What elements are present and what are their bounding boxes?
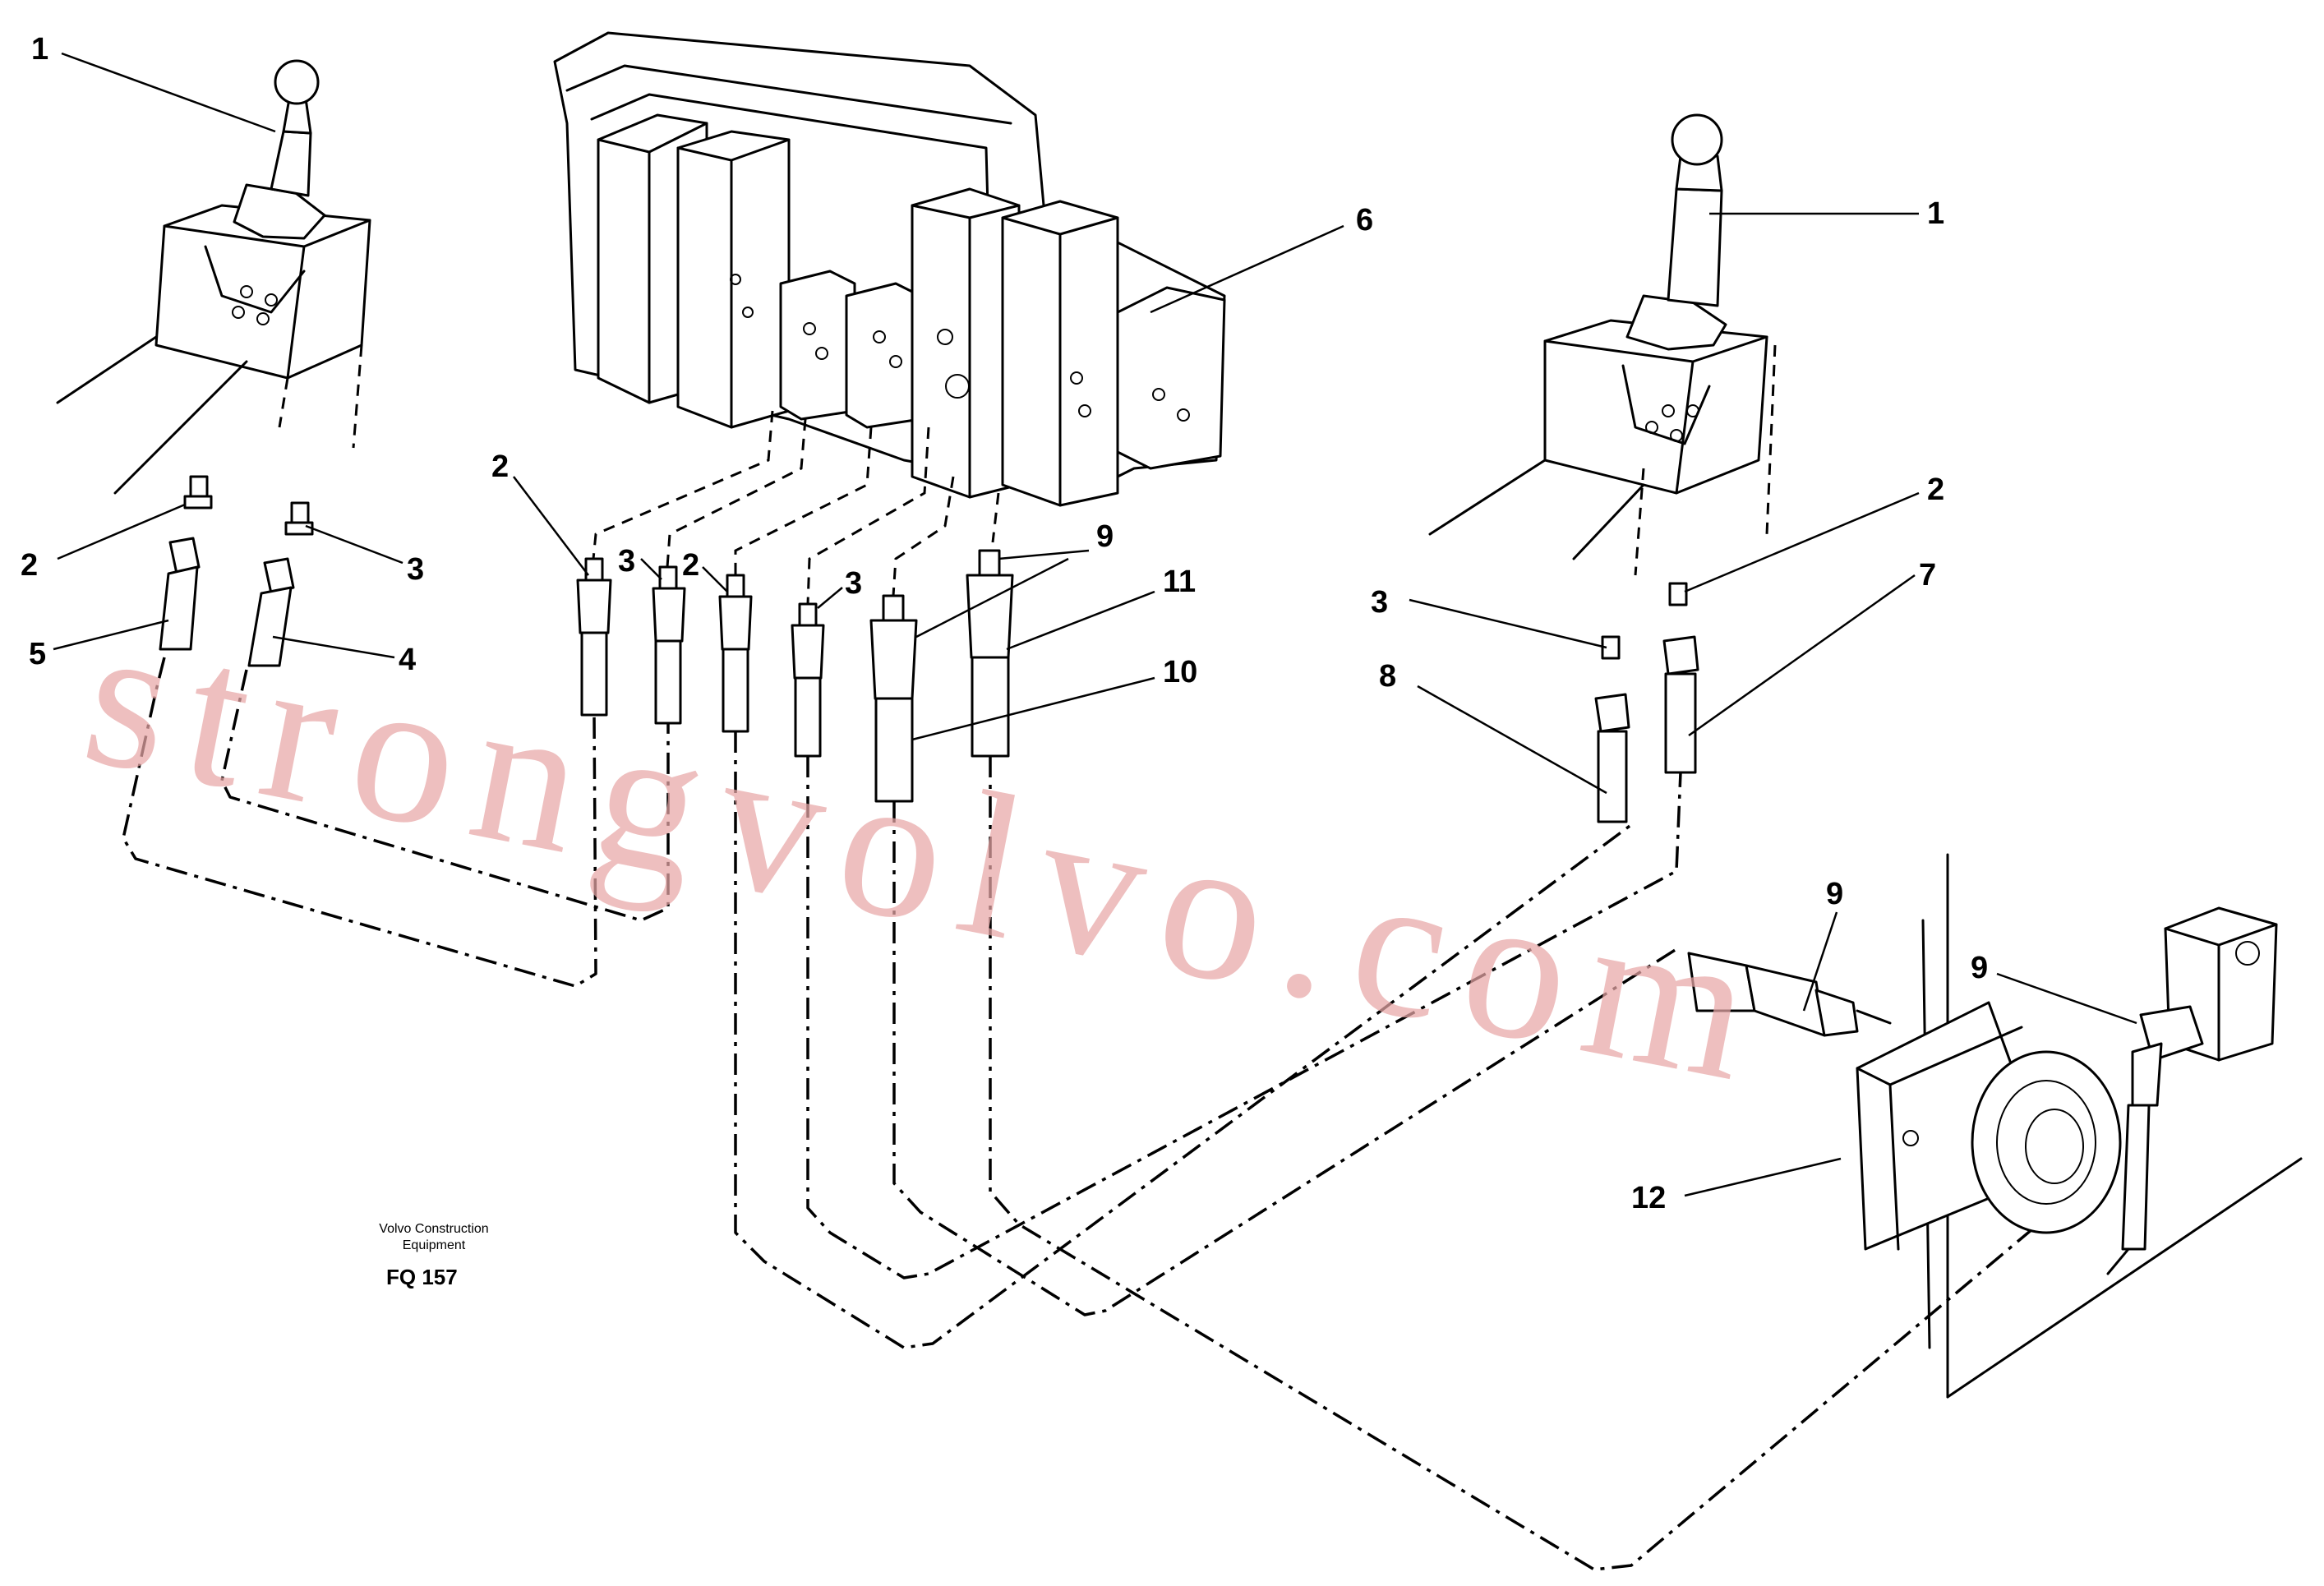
- label-2-left: 2: [21, 548, 38, 583]
- hose-routes: [122, 657, 2081, 1571]
- label-4: 4: [399, 643, 416, 677]
- watermark: strongvolvo.com: [69, 579, 1788, 1127]
- caption-code: FQ 157: [386, 1265, 458, 1289]
- label-2-center-a: 2: [491, 450, 509, 484]
- watermark-text: strongvolvo.com: [69, 579, 1788, 1127]
- label-5: 5: [29, 637, 46, 671]
- hose-fittings: [159, 475, 1699, 823]
- label-3-center-b: 3: [845, 566, 862, 601]
- right-joystick: [1428, 113, 1777, 576]
- caption: Volvo Construction Equipment FQ 157: [379, 1222, 488, 1289]
- label-11: 11: [1163, 565, 1196, 599]
- control-valve-block: [553, 31, 1226, 507]
- label-7: 7: [1919, 558, 1936, 592]
- label-2-center-b: 2: [682, 548, 699, 583]
- label-3-center-a: 3: [618, 544, 635, 579]
- label-6: 6: [1356, 203, 1373, 237]
- label-12: 12: [1631, 1181, 1666, 1215]
- brake-valve-assembly: [1687, 853, 2303, 1399]
- caption-line-2: Equipment: [403, 1238, 466, 1252]
- leader-lines: [53, 52, 2137, 1197]
- label-9-lower-b: 9: [1971, 951, 1988, 985]
- callout-labels: 1 2 3 4 5 6 2 3 2 3 9 11 10 1 2 3 7 8 9 …: [21, 32, 1988, 1215]
- label-10: 10: [1163, 655, 1197, 689]
- label-1-left: 1: [31, 32, 48, 67]
- left-joystick: [56, 59, 371, 495]
- caption-line-1: Volvo Construction: [379, 1222, 488, 1236]
- label-3-right: 3: [1371, 585, 1388, 620]
- label-9-lower-a: 9: [1826, 877, 1843, 911]
- label-2-right: 2: [1927, 473, 1944, 507]
- label-8: 8: [1379, 659, 1396, 694]
- label-3-left: 3: [407, 552, 424, 587]
- label-1-right: 1: [1927, 196, 1944, 231]
- label-9-center: 9: [1096, 519, 1114, 554]
- pilot-lines-upper: [592, 410, 1000, 605]
